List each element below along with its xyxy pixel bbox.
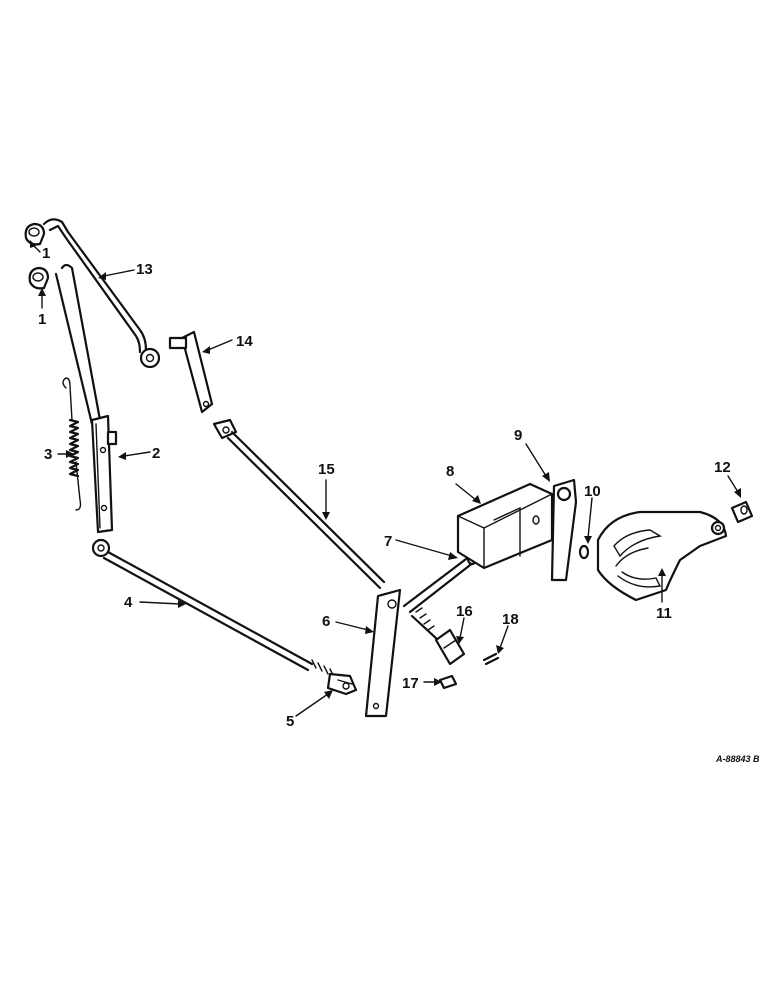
box-bracket-8 xyxy=(456,482,554,570)
callout-1-lower: 1 xyxy=(38,311,46,328)
callout-10: 10 xyxy=(584,483,601,500)
quadrant-11 xyxy=(596,510,728,602)
callout-18: 18 xyxy=(502,611,519,628)
clevis-16 xyxy=(410,607,466,666)
hand-lever-2 xyxy=(54,263,118,534)
reference-code: A-88843 B xyxy=(715,754,760,764)
cotter-18 xyxy=(482,652,500,666)
callout-16: 16 xyxy=(456,603,473,620)
bell-crank-14 xyxy=(168,330,214,414)
callout-5: 5 xyxy=(286,713,294,730)
knob-cap-lower xyxy=(28,266,50,290)
washer-10 xyxy=(578,544,590,560)
link-plate-6 xyxy=(364,588,402,718)
callout-13: 13 xyxy=(136,261,153,278)
callout-9: 9 xyxy=(514,427,522,444)
spring-3 xyxy=(62,377,82,511)
callout-8: 8 xyxy=(446,463,454,480)
callout-11: 11 xyxy=(656,605,672,622)
leader-lines xyxy=(30,240,741,717)
callout-15: 15 xyxy=(318,461,335,478)
callout-4: 4 xyxy=(124,594,133,611)
callout-14: 14 xyxy=(236,333,253,350)
callout-7: 7 xyxy=(384,533,392,550)
bushing-12 xyxy=(730,500,754,524)
callout-6: 6 xyxy=(322,613,330,630)
pin-17 xyxy=(438,674,458,690)
callout-1-upper: 1 xyxy=(42,245,50,262)
callouts: 1 1 2 3 4 5 6 7 8 9 10 11 12 13 14 15 16… xyxy=(38,245,731,730)
callout-12: 12 xyxy=(714,459,731,476)
callout-2: 2 xyxy=(152,445,160,462)
bent-rod-13 xyxy=(42,218,161,369)
knob-cap-upper xyxy=(24,222,46,246)
rod-4 xyxy=(91,538,335,678)
callout-3: 3 xyxy=(44,446,52,463)
rod-15 xyxy=(212,418,386,590)
arm-9 xyxy=(550,478,578,582)
callout-17: 17 xyxy=(402,675,419,692)
clevis-5 xyxy=(326,672,358,696)
